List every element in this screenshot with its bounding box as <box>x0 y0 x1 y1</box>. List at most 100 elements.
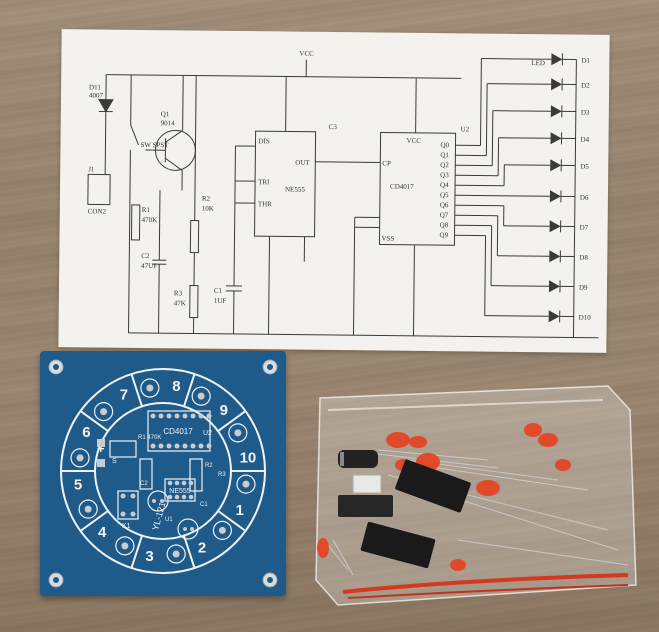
pcb-r1-label: R1 470K <box>138 435 161 441</box>
ring-divider <box>217 410 247 432</box>
u2-q9: Q9 <box>440 231 449 239</box>
ring-divider <box>130 535 143 569</box>
u2-pin-vcc: VCC <box>406 137 421 145</box>
u2-pin-vss: VSS <box>381 235 394 243</box>
u2-q7: Q7 <box>440 211 449 219</box>
led-symbols <box>548 53 577 323</box>
u2-q8: Q8 <box>440 221 449 229</box>
led-footprint <box>94 402 114 422</box>
ring-divider <box>79 410 109 432</box>
r3-ref: R3 <box>174 289 183 297</box>
r2-ref: R2 <box>202 195 211 203</box>
ring-number-7: 7 <box>120 386 128 403</box>
led-pad <box>197 392 205 400</box>
d11-part: 4007 <box>89 91 104 99</box>
led-pad <box>242 480 250 488</box>
u2-q5: Q5 <box>440 191 449 199</box>
ring-number-10: 10 <box>240 450 257 467</box>
led-d5-label: D5 <box>580 163 589 171</box>
led-footprint <box>228 423 248 443</box>
ring-divider <box>130 373 143 407</box>
led-footprint <box>166 544 186 564</box>
ring-number-6: 6 <box>82 424 90 441</box>
pcb-r2-label: R2 <box>205 463 213 469</box>
led-d9-label: D9 <box>579 284 588 292</box>
led-d1-label: D1 <box>581 57 590 65</box>
resistor-strip <box>342 573 629 594</box>
ring-number-4: 4 <box>98 524 107 541</box>
led-footprint <box>212 520 232 540</box>
u2-pin-cp: CP <box>382 160 391 168</box>
ring-number-3: 3 <box>145 548 153 565</box>
q1-ref: Q1 <box>161 110 170 118</box>
led-d4-label: D4 <box>581 136 590 144</box>
pcb-k1-label: K1 <box>122 523 131 530</box>
ring-divider <box>183 373 196 407</box>
ring-divider <box>79 510 109 532</box>
r1-value: 470K <box>142 216 158 224</box>
led-footprint <box>70 448 90 468</box>
led-footprint <box>115 536 135 556</box>
led-pad <box>84 505 92 513</box>
pcb-u2-label: U2 <box>203 430 212 437</box>
led-footprint <box>236 474 256 494</box>
parts-bag-drawing <box>315 385 637 606</box>
pcb-plus-label: + <box>97 441 105 456</box>
ring-divider <box>183 535 196 569</box>
led-pad <box>100 408 108 416</box>
parts-bag <box>308 380 643 610</box>
led-pad <box>121 542 129 550</box>
ring-divider <box>217 510 247 532</box>
power-switch <box>352 474 382 494</box>
led-pad <box>146 384 154 392</box>
led-pad <box>234 429 242 437</box>
pcb-r3-label: R3 <box>218 472 226 478</box>
r1-ref: R1 <box>142 206 151 214</box>
led-pad <box>76 454 84 462</box>
u2-q1: Q1 <box>440 151 449 159</box>
u2-q2: Q2 <box>440 161 449 169</box>
u1-pin-out: OUT <box>295 159 310 167</box>
ring-number-2: 2 <box>198 540 206 557</box>
c2-ref: C2 <box>141 252 150 260</box>
u1-pin-dis: DIS <box>258 137 269 145</box>
u1-pin-thr: THR <box>258 200 272 208</box>
q1-part: 9014 <box>161 119 176 127</box>
u2-part: CD4017 <box>390 183 414 191</box>
ic-chips <box>338 459 471 569</box>
led-d7-label: D7 <box>580 224 589 232</box>
u2-q6: Q6 <box>440 201 449 209</box>
pcb-ne555-label: NE555 <box>169 488 191 495</box>
vcc-label: VCC <box>299 50 314 58</box>
r2-value: 10K <box>202 205 214 213</box>
ring-number-1: 1 <box>235 502 243 519</box>
led-footprint <box>191 386 211 406</box>
switch-label: SW SPST <box>140 141 169 149</box>
u2-ref: U2 <box>461 125 470 133</box>
ring-number-9: 9 <box>220 402 228 419</box>
led-pad <box>172 550 180 558</box>
led-d8-label: D8 <box>579 254 588 262</box>
led-pad <box>218 526 226 534</box>
c2-value: 47UF <box>141 262 157 270</box>
pcb-cd4017-label: CD4017 <box>163 427 193 436</box>
c1-ref: C1 <box>214 287 223 295</box>
led-footprint <box>140 378 160 398</box>
u1-part: NE555 <box>285 185 305 193</box>
schematic-paper: VCC D11 4007 SW SPST Q1 9014 J1 CON2 R1 … <box>58 29 610 353</box>
capacitor <box>338 450 378 468</box>
pcb-u1-label: U1 <box>165 517 173 523</box>
led-d6-label: D6 <box>580 194 589 202</box>
led-footprint <box>78 499 98 519</box>
u2-q3: Q3 <box>440 171 449 179</box>
j1-part: CON2 <box>88 207 107 215</box>
c1-value: 1UF <box>214 297 227 305</box>
led-pads <box>70 378 256 564</box>
ring-number-8: 8 <box>172 378 180 395</box>
u2-q4: Q4 <box>440 181 449 189</box>
led-d2-label: D2 <box>581 82 590 90</box>
led-d3-label: D3 <box>581 109 590 117</box>
